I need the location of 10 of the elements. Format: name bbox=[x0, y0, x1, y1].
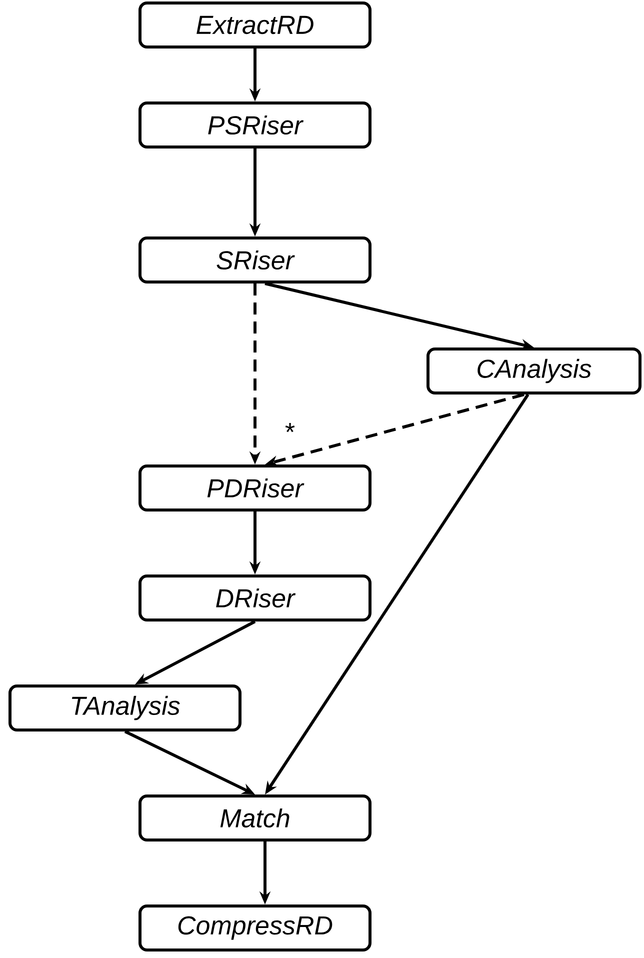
process-box: PSRiser bbox=[138, 102, 372, 148]
process-box: PDRiser bbox=[138, 464, 372, 512]
edge-label: * bbox=[284, 422, 296, 442]
process-box: ExtractRD bbox=[138, 2, 372, 48]
process-box: SRiser bbox=[138, 236, 372, 284]
process-box: CompressRD bbox=[138, 904, 372, 952]
process-box: Match bbox=[138, 794, 372, 842]
process-box: TAnalysis bbox=[8, 684, 242, 732]
process-box: CAnalysis bbox=[426, 348, 642, 394]
process-box: DRiser bbox=[138, 574, 372, 622]
